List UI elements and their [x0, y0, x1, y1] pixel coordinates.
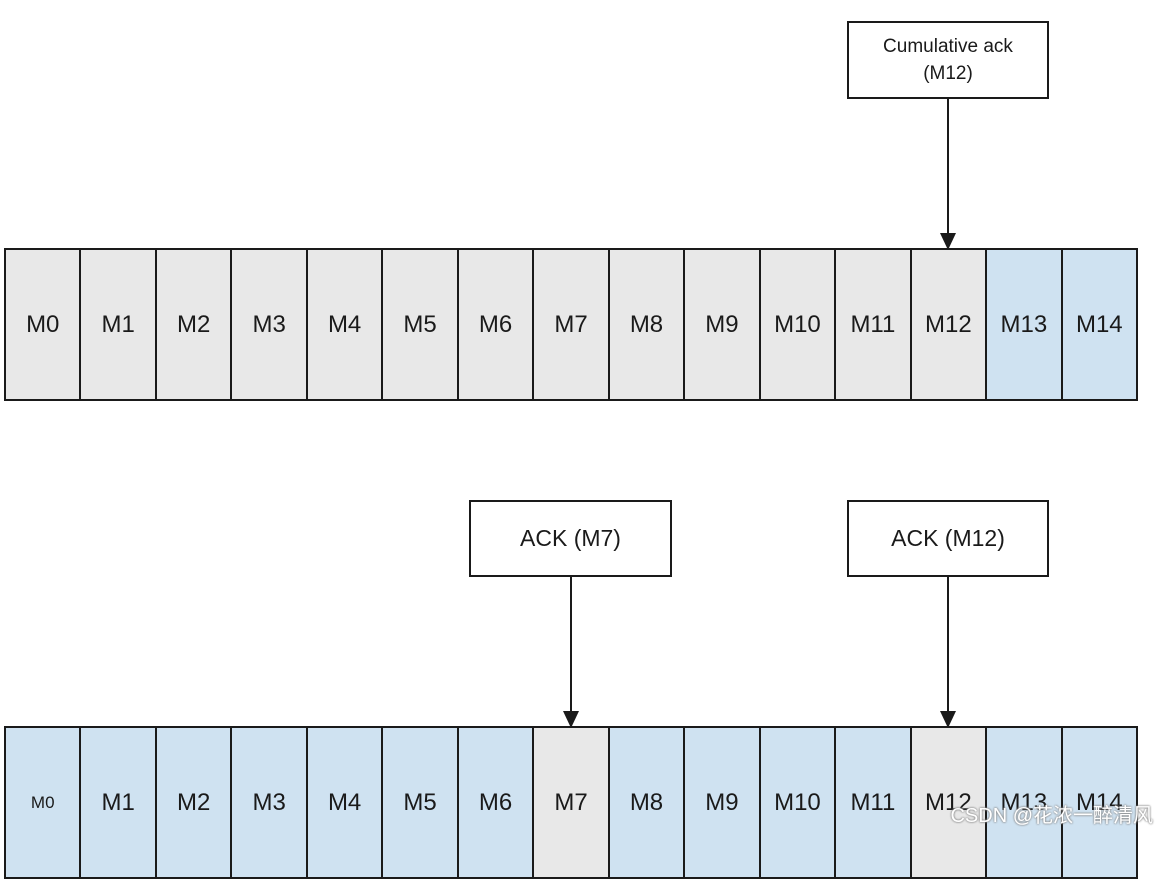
top-cell-m7: M7: [534, 250, 610, 399]
top-cell-m3: M3: [232, 250, 308, 399]
top-cell-m8: M8: [609, 250, 686, 399]
top-cell-m1: M1: [81, 250, 157, 399]
bottom-cell-m3: M3: [232, 728, 308, 877]
top-cell-m10: M10: [760, 250, 837, 399]
bottom-cell-m8: M8: [609, 728, 686, 877]
top-cell-m2: M2: [156, 250, 233, 399]
bottom-cell-m10: M10: [760, 728, 837, 877]
watermark: CSDN @花浓一醉清风: [950, 805, 1153, 827]
bottom-cell-m0: M0: [6, 728, 82, 877]
bottom-cell-m4: M4: [307, 728, 384, 877]
top-cell-m0: M0: [6, 250, 82, 399]
top-cell-m5: M5: [383, 250, 459, 399]
ack-m7-callout: ACK (M7): [469, 500, 672, 577]
bottom-cell-m5: M5: [383, 728, 459, 877]
top-cell-m11: M11: [836, 250, 912, 399]
top-cell-m9: M9: [685, 250, 761, 399]
top-cell-m4: M4: [307, 250, 384, 399]
top-cell-m14: M14: [1062, 250, 1137, 399]
bottom-cell-m9: M9: [685, 728, 761, 877]
cumulative-ack-target: (M12): [923, 63, 973, 84]
top-cell-m6: M6: [458, 250, 535, 399]
bottom-cell-m11: M11: [836, 728, 912, 877]
cumulative-ack-callout: Cumulative ack (M12): [847, 21, 1049, 99]
top-cell-m12: M12: [911, 250, 988, 399]
bottom-cell-m2: M2: [156, 728, 233, 877]
ack-m12-label: ACK (M12): [891, 525, 1005, 551]
ack-m7-label: ACK (M7): [520, 525, 621, 551]
cumulative-ack-title: Cumulative ack: [883, 36, 1013, 57]
ack-m7-arrow-icon: [563, 577, 579, 728]
ack-m12-callout: ACK (M12): [847, 500, 1049, 577]
bottom-cell-m1: M1: [81, 728, 157, 877]
ack-m12-arrow-icon: [940, 577, 956, 728]
bottom-cell-m6: M6: [458, 728, 535, 877]
top-cell-m13: M13: [987, 250, 1063, 399]
bottom-cell-m7: M7: [534, 728, 610, 877]
cumulative-ack-arrow-icon: [940, 99, 956, 250]
